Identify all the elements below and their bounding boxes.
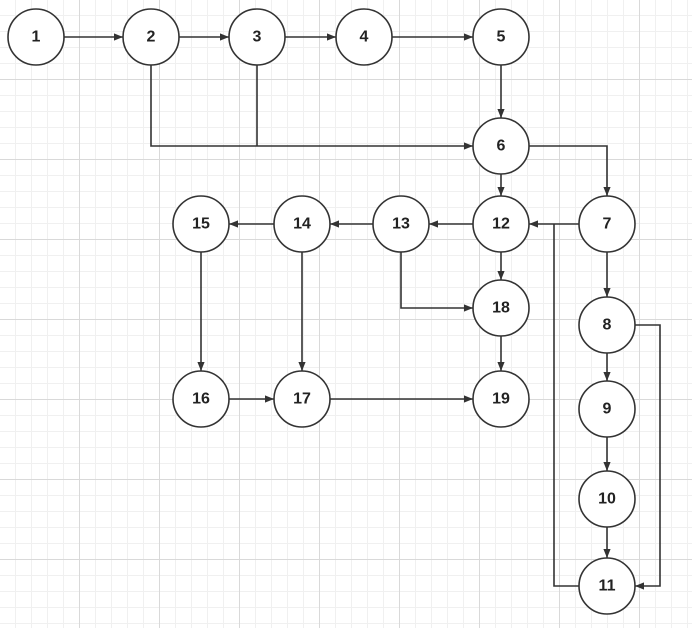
- node-10-label: 10: [598, 491, 616, 508]
- edges: [64, 33, 661, 590]
- node-12-label: 12: [492, 216, 510, 233]
- node-15-label: 15: [192, 216, 210, 233]
- node-3[interactable]: 3: [228, 8, 286, 66]
- node-15[interactable]: 15: [172, 195, 230, 253]
- node-16-label: 16: [192, 391, 210, 408]
- node-5-label: 5: [497, 29, 506, 46]
- node-16[interactable]: 16: [172, 370, 230, 428]
- nodes: 1 2 3 4 5 6 7 8 9 10 11 12 13 14 15 16 1…: [7, 8, 636, 615]
- node-9[interactable]: 9: [578, 380, 636, 438]
- node-18[interactable]: 18: [472, 279, 530, 337]
- node-9-label: 9: [603, 401, 612, 418]
- node-1[interactable]: 1: [7, 8, 65, 66]
- node-5[interactable]: 5: [472, 8, 530, 66]
- node-2[interactable]: 2: [122, 8, 180, 66]
- node-7-label: 7: [603, 216, 612, 233]
- node-13-label: 13: [392, 216, 410, 233]
- node-6-label: 6: [497, 138, 506, 155]
- node-19[interactable]: 19: [472, 370, 530, 428]
- node-17-label: 17: [293, 391, 311, 408]
- node-1-label: 1: [32, 29, 41, 46]
- node-14-label: 14: [293, 216, 311, 233]
- node-4-label: 4: [360, 29, 369, 46]
- edge-13-18: [400, 252, 473, 312]
- node-3-label: 3: [253, 29, 262, 46]
- node-12[interactable]: 12: [472, 195, 530, 253]
- node-11[interactable]: 11: [578, 557, 636, 615]
- node-6[interactable]: 6: [472, 117, 530, 175]
- node-10[interactable]: 10: [578, 470, 636, 528]
- node-17[interactable]: 17: [273, 370, 331, 428]
- node-11-label: 11: [599, 578, 616, 595]
- node-7[interactable]: 7: [578, 195, 636, 253]
- edge-11-12: [553, 224, 579, 587]
- edge-6-7: [529, 145, 611, 196]
- node-4[interactable]: 4: [335, 8, 393, 66]
- node-8-label: 8: [603, 317, 612, 334]
- node-2-label: 2: [147, 29, 156, 46]
- node-13[interactable]: 13: [372, 195, 430, 253]
- node-14[interactable]: 14: [273, 195, 331, 253]
- node-18-label: 18: [492, 300, 510, 317]
- edge-2-6: [150, 65, 473, 150]
- node-19-label: 19: [492, 391, 510, 408]
- edge-8-11: [635, 324, 661, 590]
- node-8[interactable]: 8: [578, 296, 636, 354]
